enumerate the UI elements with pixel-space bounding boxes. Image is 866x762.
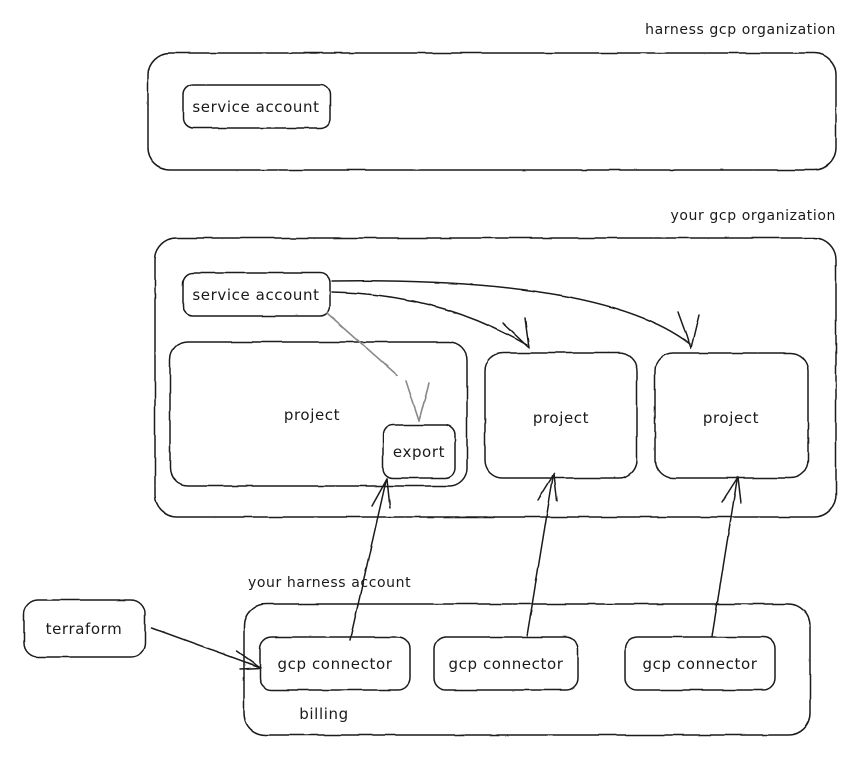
node-export-outline (382, 424, 456, 479)
connector-service-account-to-project-3 (331, 280, 700, 349)
connector-service-account-to-project-2 (331, 291, 530, 349)
node-your-service-account-outline (182, 272, 331, 317)
node-gcp-connector-1-outline (259, 636, 411, 691)
group-your-gcp-organization-outline (154, 237, 837, 518)
node-project-3-outline (654, 352, 809, 479)
node-gcp-connector-3-outline (624, 636, 776, 691)
group-harness-gcp-organization-outline (147, 52, 837, 171)
connector-service-account-to-export (326, 312, 430, 422)
node-harness-service-account-outline (182, 84, 331, 129)
connector-terraform-to-gcp-connector-1 (151, 627, 262, 670)
node-project-2-outline (484, 352, 638, 479)
node-gcp-connector-2-outline (433, 636, 579, 691)
group-your-harness-account-outline (243, 603, 811, 736)
node-terraform-outline (23, 599, 146, 658)
connector-gcp-connector-3-to-project-3 (711, 476, 742, 637)
node-project-1-outline (169, 341, 468, 487)
connector-gcp-connector-2-to-project-2 (526, 473, 558, 637)
connector-gcp-connector-1-to-export (349, 478, 391, 641)
